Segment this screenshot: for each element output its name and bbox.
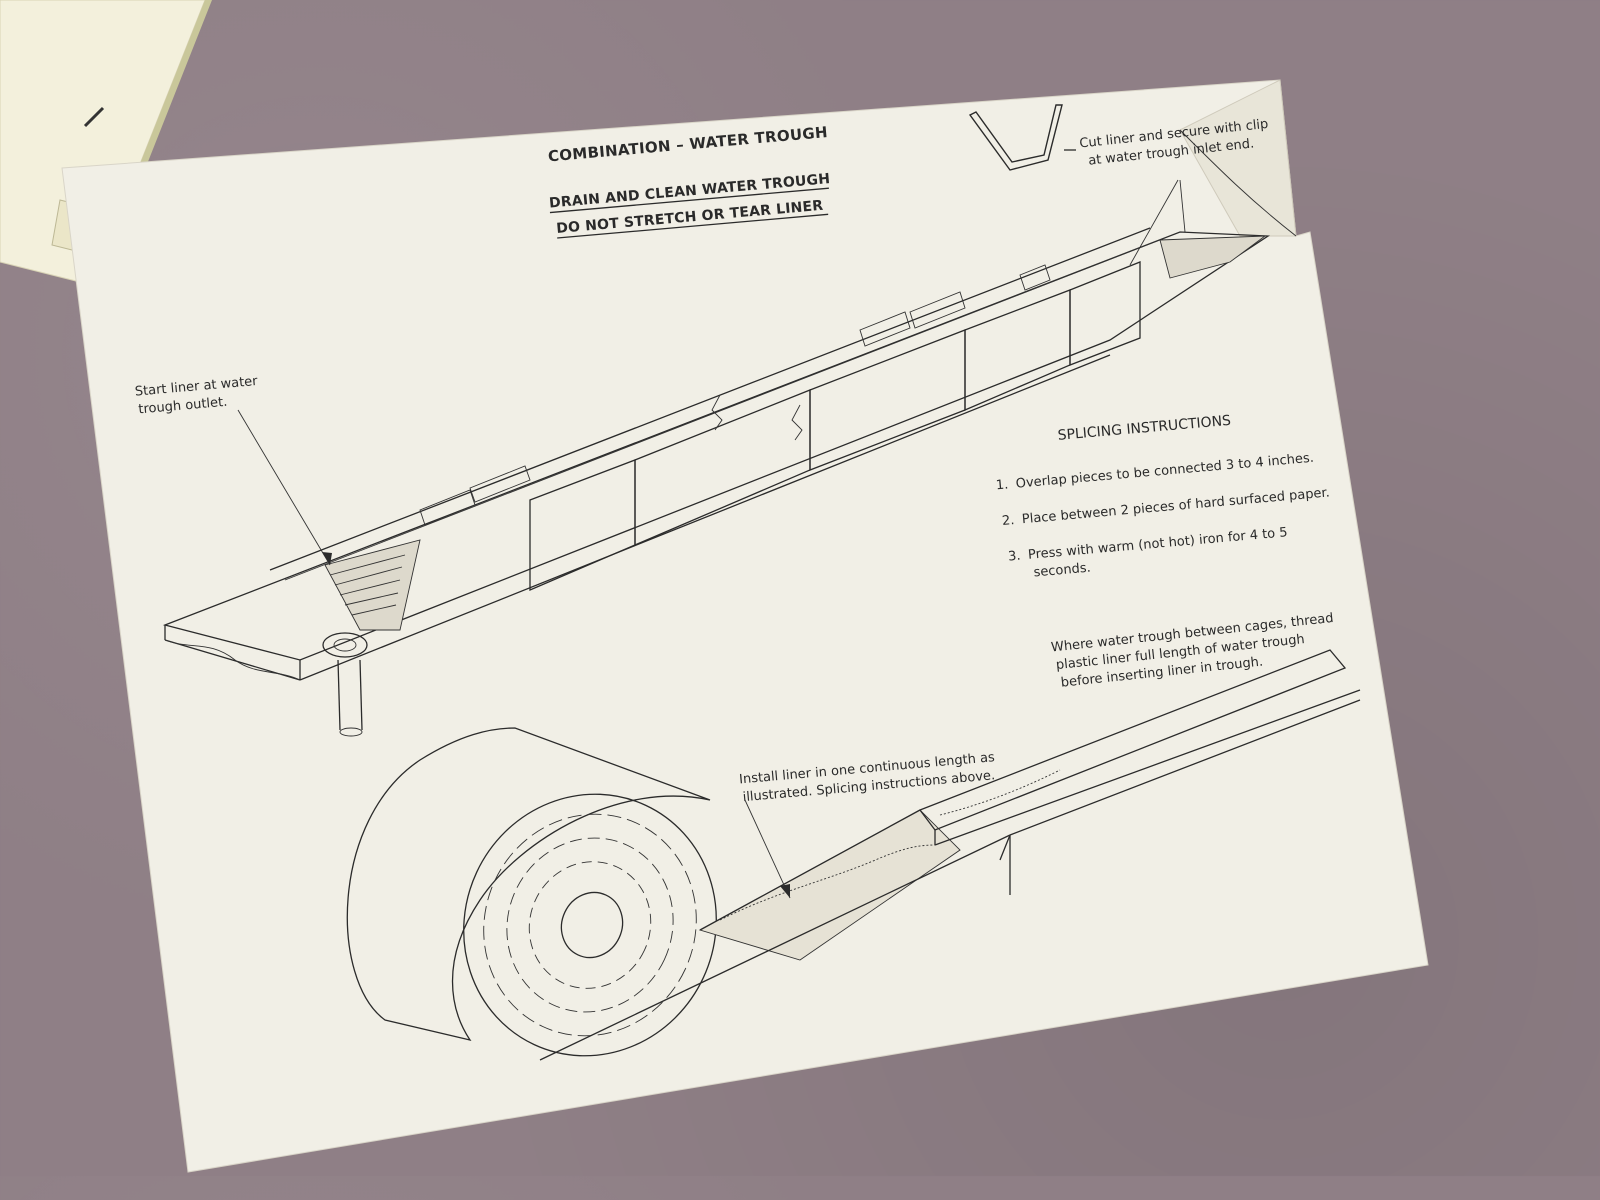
staple-icon	[83, 106, 105, 128]
install-arrow	[744, 799, 791, 899]
step-number: 3.	[1008, 549, 1022, 565]
instruction-sheet	[61, 79, 1429, 1173]
start-arrow	[237, 409, 331, 566]
step-number: 1.	[995, 477, 1009, 493]
clip-arrow-2	[1179, 179, 1186, 233]
liner-roll-drawing	[346, 649, 1361, 1061]
clip-arrow-1	[1129, 179, 1179, 266]
clip-icon	[968, 104, 1076, 171]
step-text-continued: seconds.	[1033, 561, 1091, 581]
step-number: 2.	[1001, 513, 1015, 529]
photo-scene: COMBINATION – WATER TROUGH DRAIN AND CLE…	[0, 0, 1429, 1173]
trough-drawing	[162, 227, 1271, 737]
